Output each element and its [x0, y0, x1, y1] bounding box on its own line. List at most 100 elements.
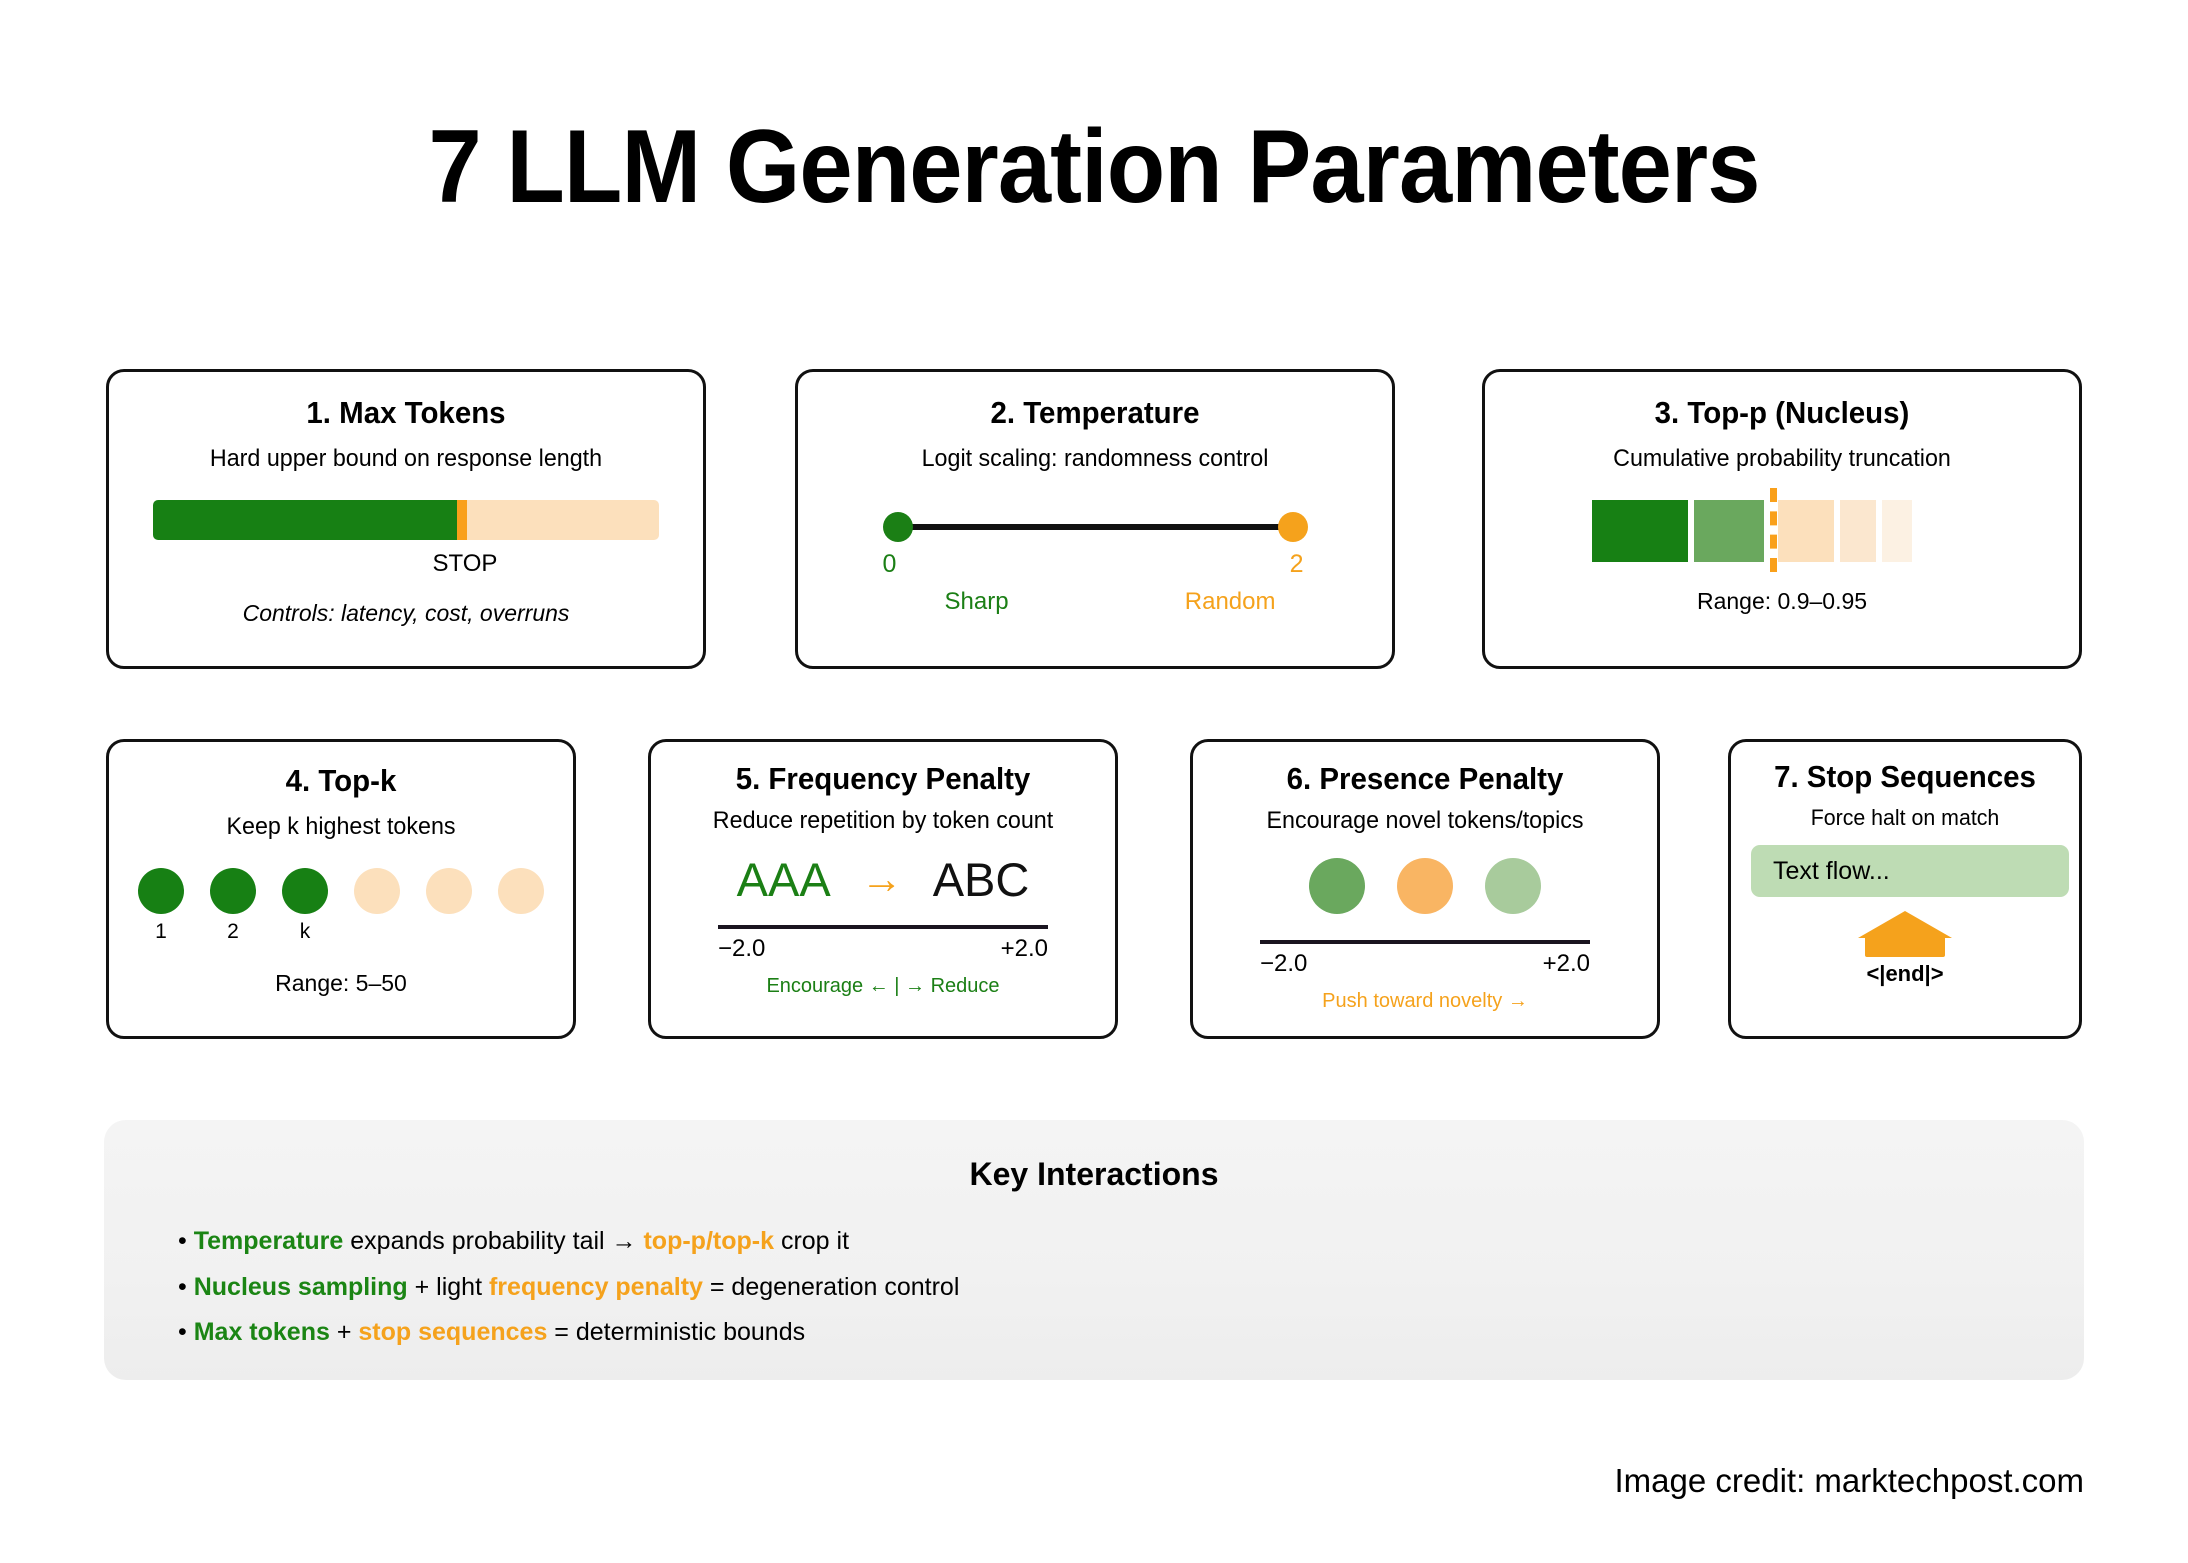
slider-min-value: 0 — [882, 549, 897, 578]
card-title: 2. Temperature — [990, 395, 1200, 430]
card-presence-penalty: 6. Presence Penalty Encourage novel toke… — [1190, 739, 1660, 1039]
token-dot — [282, 867, 328, 914]
plain-text: expands probability tail → — [343, 1227, 644, 1255]
arrow-right-icon: → — [860, 855, 903, 903]
bullet-icon: • — [178, 1272, 187, 1301]
penalty-direction-note: Push toward novelty → — [1322, 989, 1528, 1012]
plain-text: = deterministic bounds — [547, 1318, 806, 1346]
token-dot-label: 2 — [227, 919, 239, 943]
plain-text: crop it — [774, 1227, 850, 1255]
slider-max-word: Random — [1184, 587, 1276, 615]
demo-from-text: AAA — [736, 852, 831, 906]
triangle-up-icon — [1858, 911, 1952, 939]
card-subtitle: Force halt on match — [1810, 804, 2000, 830]
list-item: • Nucleus sampling + light frequency pen… — [178, 1265, 2084, 1311]
penalty-direction-note: Encourage ← | → Reduce — [766, 974, 1000, 997]
presence-token-circles — [1213, 857, 1637, 914]
token-dot-label — [426, 920, 472, 944]
token-dot — [138, 867, 184, 914]
highlight-green: Nucleus sampling — [193, 1272, 408, 1301]
demo-to-text: ABC — [932, 852, 1030, 906]
temperature-slider[interactable] — [882, 511, 1308, 542]
token-dot-label: k — [299, 919, 311, 943]
plain-text: + light — [407, 1272, 489, 1301]
token-dot-label — [354, 920, 400, 944]
image-credit: Image credit: marktechpost.com — [1614, 1462, 2084, 1499]
card-top-k: 4. Top-k Keep k highest tokens 1 2 k Ran… — [106, 739, 576, 1039]
token-dot-label: 1 — [155, 919, 167, 943]
slider-track — [896, 523, 1294, 530]
bullet-icon: • — [178, 1318, 187, 1346]
list-item: • Temperature expands probability tail →… — [178, 1219, 2084, 1265]
card-footer: Controls: latency, cost, overruns — [242, 599, 570, 626]
page-title: 7 LLM Generation Parameters — [428, 109, 1760, 225]
highlight-orange: top-p/top-k — [643, 1227, 774, 1255]
penalty-axis-labels: −2.0 +2.0 — [1260, 950, 1590, 978]
key-interactions-list: • Temperature expands probability tail →… — [178, 1219, 2084, 1356]
key-interactions-panel: Key Interactions • Temperature expands p… — [104, 1120, 2084, 1380]
card-title: 6. Presence Penalty — [1286, 761, 1564, 796]
token-dot-label — [498, 920, 544, 944]
token-circle — [1309, 857, 1365, 914]
top-p-distribution — [1592, 487, 1972, 572]
bullet-icon: • — [178, 1227, 187, 1255]
end-token-label: <|end|> — [1866, 961, 1944, 987]
cutoff-line-icon — [1770, 487, 1777, 572]
axis-min-label: −2.0 — [718, 934, 766, 962]
penalty-axis — [1260, 939, 1590, 944]
card-title: 7. Stop Sequences — [1774, 759, 2036, 794]
card-frequency-penalty: 5. Frequency Penalty Reduce repetition b… — [648, 739, 1118, 1039]
card-title: 5. Frequency Penalty — [735, 761, 1031, 796]
slider-max-value: 2 — [1289, 549, 1304, 578]
token-circle — [1397, 857, 1453, 914]
highlight-green: Temperature — [193, 1227, 344, 1255]
token-dot — [354, 867, 400, 914]
probability-bar — [1592, 499, 1688, 562]
card-title: 4. Top-k — [285, 763, 397, 798]
stop-label: STOP — [432, 549, 498, 577]
token-dot — [498, 867, 544, 914]
slider-min-word: Sharp — [944, 587, 1009, 615]
highlight-green: Max tokens — [193, 1318, 330, 1346]
card-subtitle: Reduce repetition by token count — [712, 806, 1054, 834]
axis-min-label: −2.0 — [1260, 949, 1308, 977]
max-tokens-bar — [153, 499, 659, 540]
card-stop-sequences: 7. Stop Sequences Force halt on match Te… — [1728, 739, 2082, 1039]
bar-filled-segment — [153, 499, 457, 540]
bar-remaining-segment — [466, 499, 659, 540]
axis-max-label: +2.0 — [1542, 949, 1590, 977]
key-interactions-title: Key Interactions — [969, 1156, 1219, 1192]
probability-bar — [1694, 499, 1764, 562]
card-title: 3. Top-p (Nucleus) — [1654, 395, 1910, 430]
card-footer: Range: 0.9–0.95 — [1696, 587, 1868, 614]
slider-endpoint-words: Sharp Random — [883, 588, 1308, 620]
probability-bar — [1778, 499, 1834, 562]
stop-marker-icon — [1857, 911, 1953, 958]
penalty-axis-labels: −2.0 +2.0 — [718, 935, 1048, 963]
card-subtitle: Encourage novel tokens/topics — [1266, 806, 1584, 834]
card-subtitle: Hard upper bound on response length — [209, 444, 603, 472]
top-k-dot-labels: 1 2 k — [129, 920, 553, 944]
card-subtitle: Cumulative probability truncation — [1613, 444, 1951, 472]
penalty-axis — [718, 924, 1048, 929]
card-max-tokens: 1. Max Tokens Hard upper bound on respon… — [106, 369, 706, 669]
list-item: • Max tokens + stop sequences = determin… — [178, 1310, 2084, 1356]
plain-text: + — [329, 1318, 359, 1346]
card-top-p: 3. Top-p (Nucleus) Cumulative probabilit… — [1482, 369, 2082, 669]
bar-stop-marker — [456, 499, 467, 540]
repetition-demo: AAA → ABC — [671, 852, 1095, 907]
slider-handle-min[interactable] — [882, 511, 913, 542]
slider-endpoints: 0 2 — [883, 550, 1308, 580]
top-k-token-dots — [129, 867, 553, 914]
card-temperature: 2. Temperature Logit scaling: randomness… — [795, 369, 1395, 669]
probability-bar — [1840, 499, 1876, 562]
highlight-orange: frequency penalty — [488, 1272, 703, 1301]
card-footer: Range: 5–50 — [275, 969, 407, 996]
card-subtitle: Logit scaling: randomness control — [921, 444, 1269, 472]
slider-handle-max[interactable] — [1277, 511, 1308, 542]
token-circle — [1485, 857, 1541, 914]
axis-max-label: +2.0 — [1000, 934, 1048, 962]
probability-bar — [1882, 499, 1912, 562]
marker-base — [1865, 935, 1945, 958]
